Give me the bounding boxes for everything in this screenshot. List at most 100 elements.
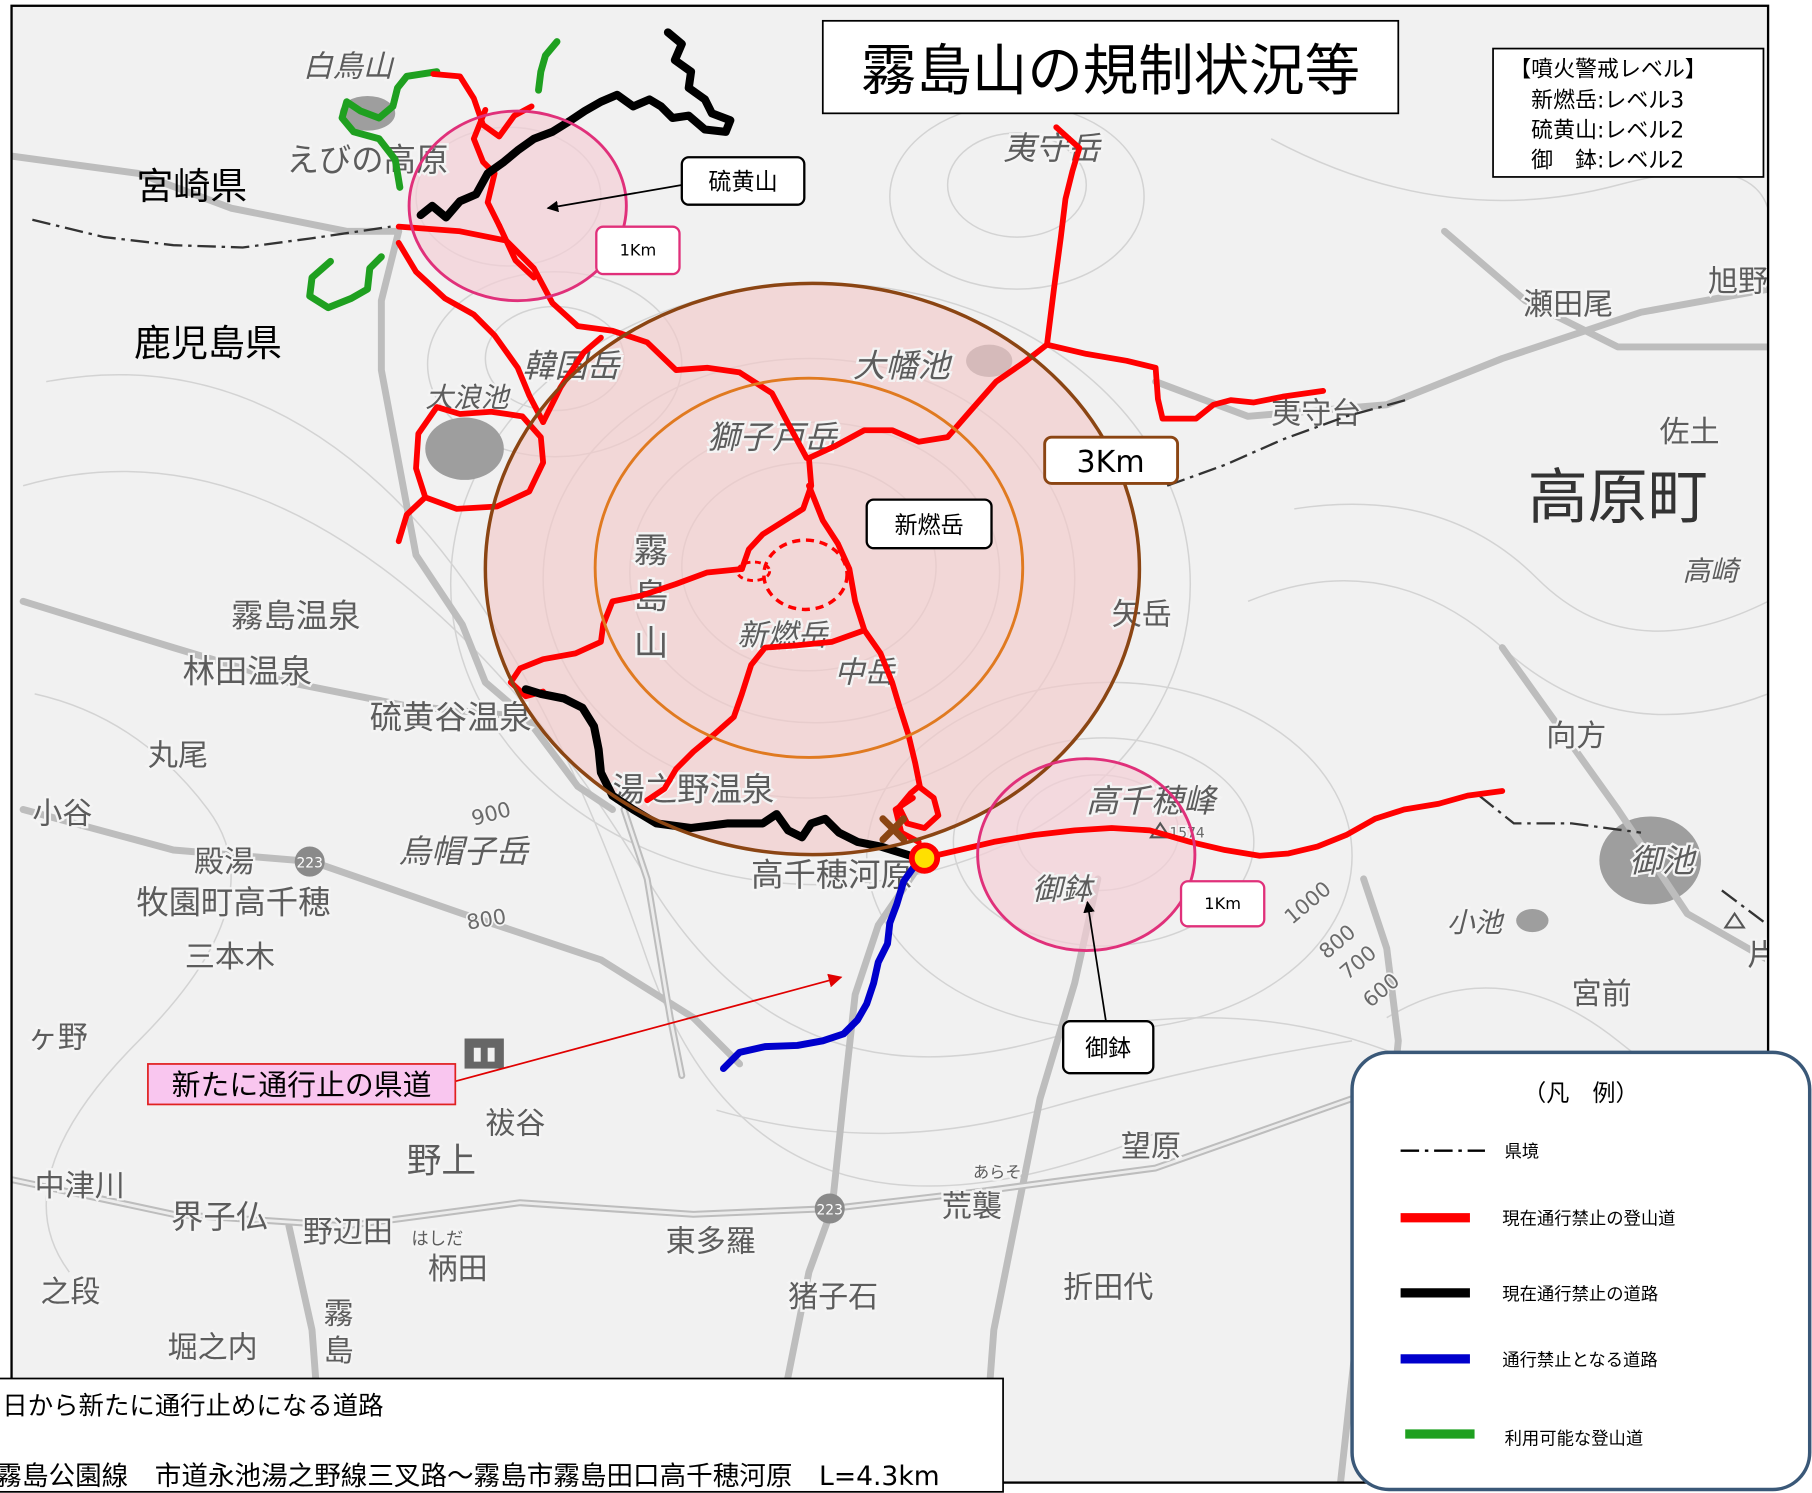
closed-trail — [921, 788, 1506, 861]
label-iodani-onsen: 硫黄谷温泉 — [370, 699, 532, 737]
label-araso: 荒襲 — [942, 1190, 1002, 1225]
route-223-shield-icon: 223 — [814, 1193, 845, 1224]
label-nogami: 野上 — [407, 1142, 476, 1182]
legend-label: 県境 — [1505, 1143, 1540, 1163]
callout-new-closure: 新たに通行止の県道 — [147, 973, 843, 1106]
route-number: 223 — [296, 855, 322, 871]
radius-2km-circle — [593, 376, 1025, 759]
open-trails — [306, 38, 561, 312]
route-223-shield-icon: 223 — [294, 846, 325, 877]
closure-x-icon — [879, 815, 908, 844]
legend-label: 通行禁止となる道路 — [1502, 1351, 1657, 1371]
closed-trail — [395, 494, 429, 545]
town-label-takaharu: 高原町 — [1528, 463, 1708, 533]
new-closed-road — [719, 861, 919, 1073]
prefecture-label-kagoshima: 鹿児島県 — [134, 322, 282, 365]
alert-level-item: 新燃岳:レベル3 — [1531, 89, 1684, 114]
callout-1km-ohachi: 1Km — [1179, 880, 1266, 928]
base-road — [19, 597, 616, 813]
prefecture-boundaries — [32, 218, 1769, 927]
notice-box: 日から新たに通行止めになる道路 霧島公園線 市道永池湯之野線三叉路～霧島市霧島田… — [0, 1377, 1004, 1493]
new-closure-label: 新たに通行止の県道 — [172, 1068, 432, 1102]
label-hashida-kana: はしだ — [411, 1229, 463, 1249]
closed-trail — [413, 404, 547, 512]
label-haraedani: 祓谷 — [485, 1106, 545, 1141]
callout-arrow — [455, 973, 843, 1083]
radius-1km-label: 1Km — [620, 241, 657, 260]
radius-3km-label: 3Km — [1077, 445, 1145, 480]
prefecture-boundary — [1721, 889, 1769, 927]
page-title: 霧島山の規制状況等 — [861, 40, 1360, 104]
radius-1km-ohachi-circle — [976, 757, 1197, 953]
contour-line — [1294, 503, 1769, 632]
label-nodan: 之段 — [40, 1275, 100, 1310]
label-mochibaru: 望原 — [1121, 1129, 1181, 1164]
prefecture-boundary — [1166, 397, 1411, 487]
closed-road — [416, 28, 735, 222]
label-kirishimayama: 霧島山 — [627, 532, 667, 671]
label-miyamae: 宮前 — [1572, 977, 1632, 1012]
label-tonoyu: 殿湯 — [194, 845, 254, 880]
crater-vent — [735, 560, 772, 582]
label-shiratoriyama: 白鳥山 — [303, 49, 395, 84]
alert-level-item: 御 鉢:レベル2 — [1531, 149, 1684, 174]
base-road — [770, 854, 928, 1483]
restriction-zones — [409, 111, 1195, 951]
closed-trail — [496, 222, 537, 281]
contour-line — [34, 693, 232, 1273]
label-inokoishi: 猪子石 — [788, 1280, 878, 1315]
zone-1km-iwoyama-fill — [409, 111, 627, 301]
label-sado: 佐土 — [1659, 415, 1719, 450]
route-number: 223 — [817, 1202, 843, 1218]
contour-line — [1270, 138, 1769, 255]
contour-line — [946, 132, 1088, 238]
closed-roads — [416, 28, 915, 860]
notice-road-detail: 霧島公園線 市道永池湯之野線三叉路～霧島市霧島田口高千穂河原 L=4.3km — [0, 1461, 940, 1492]
contour-label: 800 — [465, 904, 508, 935]
map-icons: 223 223 — [294, 821, 1746, 1224]
closed-trail — [1044, 341, 1327, 422]
label-koike: 小池 — [1447, 906, 1506, 939]
lake-koike — [1516, 908, 1549, 933]
label-kirishima-town: 霧島 — [318, 1298, 353, 1372]
legend-label: 現在通行禁止の登山道 — [1502, 1210, 1675, 1230]
label-takazaki: 高崎 — [1683, 555, 1743, 588]
closed-trails — [395, 71, 1506, 861]
map-body: 白鳥山 えびの高原 韓国岳 大浪池 大幡池 獅子戸岳 霧島山 新燃岳 中岳 矢岳… — [11, 5, 1769, 1483]
callout-arrow — [546, 184, 682, 213]
radius-1km-label: 1Km — [1204, 894, 1241, 913]
title-box: 霧島山の規制状況等 — [821, 19, 1400, 115]
closed-trail — [430, 71, 535, 140]
callout-arrow — [1083, 900, 1107, 1022]
prefecture-label-miyazaki: 宮崎県 — [136, 165, 247, 208]
label-horinouchi: 堀之内 — [168, 1331, 258, 1366]
contour-line — [22, 470, 1503, 1111]
label-nakatsugawa: 中津川 — [35, 1169, 125, 1204]
label-takachihonomine: 高千穂峰 — [1086, 782, 1218, 820]
label-nobeta: 野辺田 — [303, 1215, 393, 1250]
notice-heading: 日から新たに通行止めになる道路 — [2, 1390, 383, 1420]
label-asahino: 旭野 — [1708, 264, 1768, 299]
legend-label: 利用可能な登山道 — [1505, 1429, 1644, 1449]
open-trail — [535, 38, 561, 94]
closed-trail — [540, 334, 604, 426]
label-ohataike: 大幡池 — [853, 347, 954, 385]
legend-label: 現在通行禁止の道路 — [1502, 1285, 1658, 1305]
label-oritaji: 折田代 — [1063, 1271, 1153, 1306]
callout-iwoyama: 硫黄山 — [546, 156, 806, 213]
alert-level-heading: 【噴火警戒レベル】 — [1509, 57, 1707, 82]
zone-3km-fill — [485, 283, 1140, 855]
label-yadake: 矢岳 — [1112, 597, 1172, 632]
base-road-inner — [622, 808, 684, 1077]
callout-ohachi-label: 御鉢 — [1085, 1036, 1131, 1062]
closed-road — [521, 685, 915, 860]
base-road-inner — [11, 1097, 1354, 1228]
callout-1km-iwoyama: 1Km — [595, 225, 681, 276]
legend: （凡 例） 県境 現在通行禁止の登山道 現在通行禁止の道路 通行禁止となる道路 … — [1350, 1050, 1812, 1492]
callout-3km: 3Km — [1043, 435, 1180, 485]
closed-trail — [395, 239, 547, 426]
label-mukaikata: 向方 — [1546, 719, 1606, 754]
label-kashiwada: 柄田 — [428, 1252, 488, 1287]
label-araso-kana: あらそ — [973, 1162, 1022, 1181]
